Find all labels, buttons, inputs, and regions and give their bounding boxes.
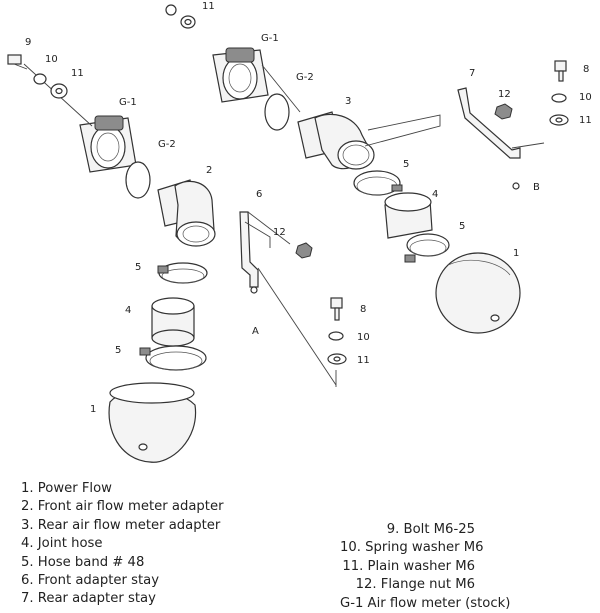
- callout-4-left: 4: [125, 305, 131, 316]
- washer-11-top: [180, 15, 196, 29]
- callout-9: 9: [25, 37, 31, 48]
- legend-item: 5. Hose band # 48: [21, 554, 145, 570]
- rear-adapter-stay: [364, 87, 545, 190]
- callout-8-right: 8: [583, 64, 589, 75]
- spring-washer-left: [33, 73, 47, 85]
- hose-band-right-bottom: [404, 233, 450, 263]
- spring-washer-right: [551, 93, 567, 103]
- callout-8-mid: 8: [360, 304, 366, 315]
- legend-item: 1. Power Flow: [21, 481, 112, 496]
- callout-g1-left: G-1: [119, 97, 137, 108]
- callout-5-right-top: 5: [403, 159, 409, 170]
- callout-11-right: 11: [579, 115, 592, 126]
- rear-air-flow-meter-adapter: [297, 111, 375, 170]
- exploded-parts-diagram: G-1 G-2 G-1 G-2 1 1 2 3 4 4 5 5 5 5 6 7 …: [7, 1, 592, 463]
- callout-g2-top: G-2: [296, 72, 314, 83]
- callout-11-top: 11: [202, 1, 215, 12]
- callout-g2-left: G-2: [158, 139, 176, 150]
- spring-washer-mid: [328, 331, 344, 341]
- hose-band-left-bottom: [139, 345, 207, 371]
- callout-2: 2: [206, 165, 212, 176]
- plain-washer-mid: [327, 353, 347, 365]
- legend-item: 3. Rear air flow meter adapter: [21, 517, 221, 533]
- callout-point-b: B: [533, 182, 540, 193]
- flange-nut-right: [494, 103, 513, 120]
- bolt-m6-25-mid: [330, 297, 343, 321]
- callout-7: 7: [469, 68, 475, 79]
- gasket-top: [264, 93, 290, 131]
- power-flow-filter-right: [435, 252, 521, 334]
- callout-1-left: 1: [90, 404, 96, 415]
- callout-6: 6: [256, 189, 262, 200]
- legend-item: 9. Bolt M6-25: [386, 522, 475, 537]
- bolt-m6-25-right: [554, 60, 567, 82]
- bolt-m6-25-left: [7, 54, 28, 70]
- hose-band-right-top: [353, 170, 403, 196]
- parts-legend: 1. Power Flow 2. Front air flow meter ad…: [0, 480, 600, 611]
- front-adapter-stay: [239, 211, 291, 294]
- callout-3: 3: [345, 96, 351, 107]
- flange-nut-mid: [295, 242, 313, 259]
- air-flow-meter-left: [23, 63, 137, 173]
- washer-10-top-left: [165, 4, 177, 16]
- callout-12-right: 12: [498, 89, 511, 100]
- gasket-left: [125, 161, 151, 199]
- legend-item: 2. Front air flow meter adapter: [21, 499, 224, 515]
- callout-10-mid: 10: [357, 332, 370, 343]
- legend-item: 6. Front adapter stay: [21, 573, 160, 589]
- air-flow-meter-top: [212, 47, 301, 113]
- callout-g1-top: G-1: [261, 33, 279, 44]
- callout-1-right: 1: [513, 248, 519, 259]
- callout-11-mid: 11: [357, 355, 370, 366]
- callout-point-a: A: [252, 326, 259, 337]
- callout-5-left-bottom: 5: [115, 345, 121, 356]
- legend-item: 4. Joint hose: [21, 536, 103, 552]
- callout-5-right-bottom: 5: [459, 221, 465, 232]
- plain-washer-right: [549, 114, 569, 126]
- callout-10-right: 10: [579, 92, 592, 103]
- joint-hose-right: [384, 192, 433, 239]
- callout-11-topleft: 11: [71, 68, 84, 79]
- legend-item: 10. Spring washer M6: [340, 540, 484, 556]
- legend-item: 12. Flange nut M6: [355, 577, 475, 593]
- hose-band-left-top: [157, 262, 208, 284]
- parts-legend-left-column: 1. Power Flow 2. Front air flow meter ad…: [21, 480, 224, 609]
- callout-12-mid: 12: [273, 227, 286, 238]
- callout-4-right: 4: [432, 189, 438, 200]
- parts-legend-right-column: 9. Bolt M6-25 10. Spring washer M6 11. P…: [340, 521, 511, 613]
- legend-item: G-1 Air flow meter (stock): [340, 595, 511, 611]
- plain-washer-left: [50, 83, 68, 99]
- callout-10-topleft: 10: [45, 54, 58, 65]
- legend-item: 11. Plain washer M6: [342, 558, 475, 574]
- power-flow-filter-left: [108, 382, 197, 463]
- joint-hose-left: [151, 297, 195, 347]
- front-air-flow-meter-adapter: [157, 179, 216, 247]
- callout-5-left-top: 5: [135, 262, 141, 273]
